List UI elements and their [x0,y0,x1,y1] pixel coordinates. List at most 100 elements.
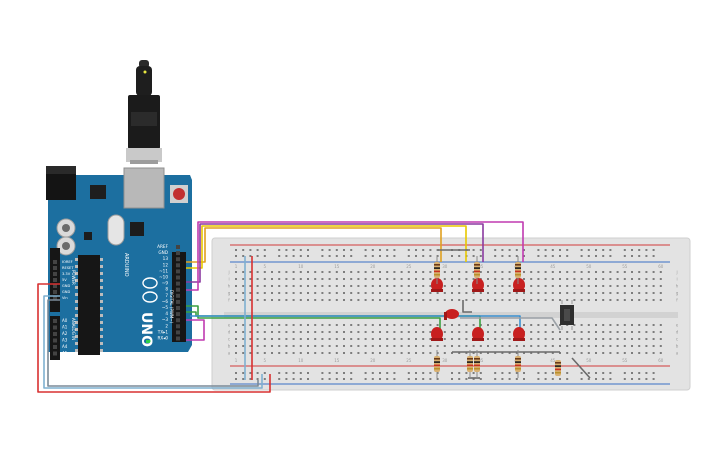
power-pin-label: GND [62,284,70,288]
row-letter: h [676,284,679,289]
row-letter: c [676,337,678,342]
wire-green[interactable] [186,305,441,330]
wire-gray-top[interactable] [460,317,561,331]
row-letter: g [228,291,231,296]
row-letter: a [676,351,679,356]
digital-pin-label: 12 [163,262,169,267]
led-4[interactable] [444,309,459,320]
row-letter: i [676,277,677,282]
digital-pin-label: RX◂0 [157,336,168,341]
wire-red[interactable] [37,283,271,393]
row-letter: d [228,330,231,335]
column-number: 60 [658,358,664,363]
digital-pin-label: 2 [165,323,168,328]
resistor-6[interactable] [474,350,480,378]
row-letter: b [676,344,679,349]
board-brand-label: ARDUINO [123,253,129,277]
power-pin-label: Vin [62,296,68,300]
column-number: 55 [622,264,628,269]
column-number: 10 [298,264,304,269]
wire-magenta[interactable] [186,221,524,291]
resistor-button[interactable] [555,360,561,376]
column-number: 1 [235,358,238,363]
resistor-1[interactable] [434,256,440,284]
row-letter: e [676,323,679,328]
power-pin-label: GND [62,290,70,294]
wire-magenta-2[interactable] [186,319,205,341]
column-number: 25 [406,264,412,269]
digital-pin-label: 13 [163,256,169,261]
led-1[interactable] [431,278,443,292]
column-number: 30 [442,264,448,269]
digital-pin-label: ~5 [162,305,169,310]
led-7[interactable] [513,327,525,341]
digital-pin-label: 4 [165,311,168,316]
digital-pin-label: AREF [157,244,168,249]
row-letter: j [675,270,677,275]
row-letter: a [228,351,231,356]
column-number: 5 [264,358,267,363]
column-number: 50 [586,358,592,363]
arduino-uno-board: UNO ARDUINO DIGITAL (PWM~) POWER ANALOG … [46,166,192,360]
analog-pin-label: A1 [62,325,68,330]
digital-pin-label: GND [158,250,168,255]
column-number: 50 [586,264,592,269]
resistors [434,256,561,378]
column-number: 60 [658,264,664,269]
resistor-3[interactable] [515,256,521,284]
usb-cable [126,60,162,164]
wire-blue[interactable] [190,315,521,330]
resistor-4[interactable] [434,350,440,378]
resistor-5[interactable] [467,350,473,378]
column-number: 30 [442,358,448,363]
row-letter: e [228,323,231,328]
led-2[interactable] [472,278,484,292]
row-letter: c [228,337,230,342]
row-letter: f [228,298,230,303]
digital-header-label: DIGITAL (PWM~) [169,290,174,324]
column-number: 35 [478,264,484,269]
leds [431,278,525,341]
digital-pin-label: TX▸1 [157,329,169,334]
digital-pin-label: 7 [165,293,168,298]
power-pin-label: RESET [62,266,74,270]
led-3[interactable] [513,278,525,292]
digital-pin-label: ~11 [159,268,168,273]
row-letter: h [228,284,231,289]
column-number: 20 [370,358,376,363]
power-pin-label: 5V [62,278,67,282]
row-letter: d [676,330,679,335]
column-number: 55 [622,358,628,363]
pushbutton[interactable] [560,300,574,330]
wire-purple[interactable] [186,223,484,283]
led-6[interactable] [472,327,484,341]
digital-pin-label: ~10 [159,275,168,280]
analog-pin-label: A5 [62,351,68,356]
wire-yellow[interactable] [186,225,467,269]
reset-button[interactable] [173,188,185,200]
column-number: 35 [478,358,484,363]
analog-pin-label: A0 [62,318,68,323]
column-number: 25 [406,358,412,363]
resistor-2[interactable] [474,256,480,284]
wire-lightblue[interactable] [43,295,263,389]
analog-pin-label: A4 [62,344,68,349]
column-number: 45 [550,264,556,269]
led-5[interactable] [431,327,443,341]
row-letter: b [228,344,231,349]
column-number: 15 [334,264,340,269]
column-number: 10 [298,358,304,363]
row-letter: i [228,277,229,282]
resistor-7[interactable] [515,350,521,378]
analog-pin-label: A2 [62,331,68,336]
analog-pin-label: A3 [62,338,68,343]
column-number: 20 [370,264,376,269]
row-letter: f [676,298,678,303]
wire-gray[interactable] [47,299,259,387]
analog-header-label: ANALOG IN [71,318,76,340]
board-model-label: UNO [138,312,154,347]
